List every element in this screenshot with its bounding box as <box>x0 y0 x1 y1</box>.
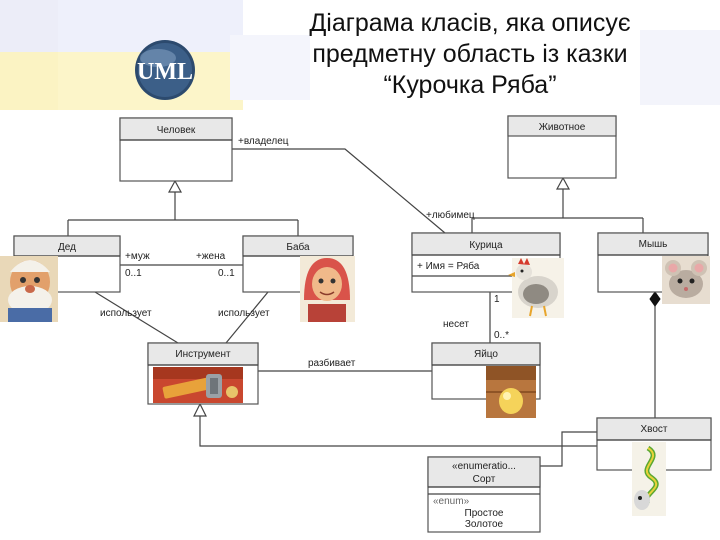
label-lyubimets: +любимец <box>426 209 475 221</box>
egg-picture-icon <box>486 366 536 418</box>
label-mult-0n: 0..* <box>494 330 509 341</box>
attribute-imya: + Имя = Ряба <box>417 260 480 272</box>
class-name-instrument: Инструмент <box>175 349 231 360</box>
association-labels: +владелец +любимец +муж +жена 0..1 0..1 … <box>100 136 509 369</box>
hen-picture-icon <box>508 258 564 318</box>
title-line-2: предметну область із казки <box>312 40 628 68</box>
uml-logo-text: UML <box>137 59 193 85</box>
label-vladelets: +владелец <box>238 136 289 147</box>
class-name-hvost: Хвост <box>640 424 667 435</box>
class-name-zhivotnoe: Животное <box>539 122 586 133</box>
header-decoration: UML <box>0 0 720 110</box>
hammer-picture-icon <box>153 367 243 403</box>
title-line-1: Діаграма класів, яка описує <box>309 9 631 37</box>
class-name-sort: Сорт <box>473 474 496 485</box>
label-muzh: +муж <box>125 251 150 262</box>
relationship-lines <box>67 148 656 467</box>
sort-stereotype: «enumeratio... <box>452 461 516 472</box>
class-name-chelovek: Человек <box>157 125 196 136</box>
label-zhena: +жена <box>196 251 226 262</box>
class-zhivotnoe: Животное <box>507 115 617 179</box>
label-razbivaet: разбивает <box>308 357 356 369</box>
generalization-arrow-instrument <box>193 402 207 417</box>
mouse-picture-icon <box>662 256 710 304</box>
sort-literals-stereotype: «enum» <box>433 496 470 507</box>
sort-literal-prostoe: Простое <box>465 508 504 519</box>
grandpa-picture-icon <box>0 256 58 322</box>
label-ispolzuet-baba: использует <box>218 308 270 319</box>
class-chelovek: Человек <box>119 117 233 182</box>
label-mult-1: 1 <box>494 294 500 305</box>
page-title: Діаграма класів, яка описує предметну об… <box>235 8 705 101</box>
class-sort: «enumeratio... Сорт «enum» Простое Золот… <box>427 456 541 533</box>
class-name-baba: Баба <box>286 241 310 253</box>
label-mult-ded: 0..1 <box>125 268 142 279</box>
class-name-mysh: Мышь <box>639 239 668 250</box>
composition-diamond <box>649 291 661 307</box>
generalization-arrow-zhivotnoe <box>555 176 571 190</box>
label-mult-baba: 0..1 <box>218 268 235 279</box>
grandma-picture-icon <box>300 256 355 322</box>
class-name-kuritsa: Курица <box>469 240 503 251</box>
tail-picture-icon <box>632 442 666 516</box>
title-line-3: “Курочка Ряба” <box>383 71 557 99</box>
uml-logo-icon: UML <box>135 40 195 100</box>
label-nesyot: несет <box>443 319 469 330</box>
class-name-yaitso: Яйцо <box>474 349 498 360</box>
sort-literal-zolotoe: Золотое <box>465 519 504 530</box>
label-ispolzuet-ded: использует <box>100 308 152 319</box>
class-name-ded: Дед <box>58 242 76 253</box>
generalization-arrow-chelovek <box>167 179 183 193</box>
